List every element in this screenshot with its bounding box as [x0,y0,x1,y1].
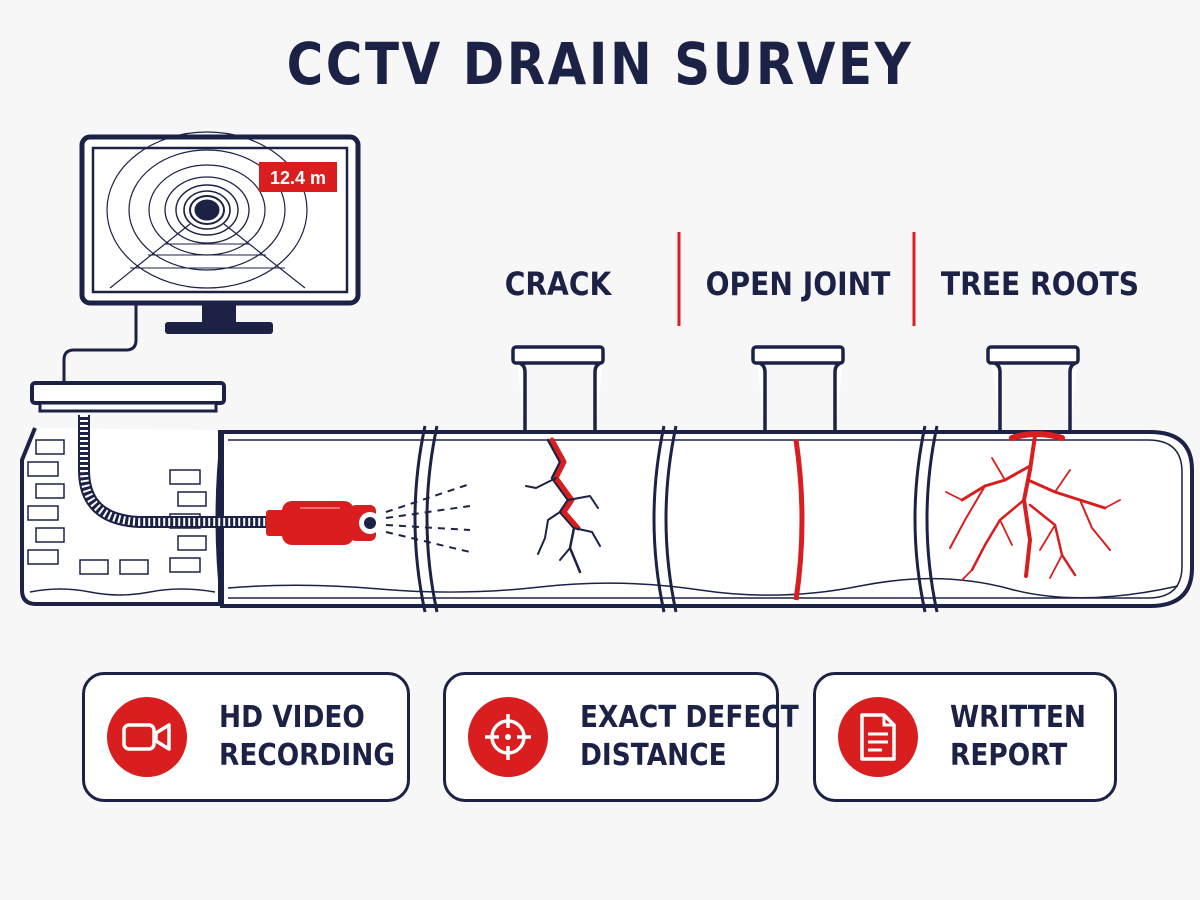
feature-line1: WRITTEN [950,700,1087,735]
monitor: 12.4 m [62,131,361,384]
feature-line1: EXACT DEFECT [580,700,799,735]
open-joint-label: OPEN JOINT [706,266,891,303]
feature-line2: RECORDING [219,738,396,773]
document-report-icon [838,697,918,777]
page-title: CCTV DRAIN SURVEY [286,30,914,98]
drain-pipe [215,345,1194,613]
feature-card-hd-video: HD VIDEO RECORDING [82,672,410,802]
crosshair-target-icon [468,697,548,777]
crack-label: CRACK [505,266,613,303]
feature-line2: REPORT [950,738,1068,773]
manhole-chamber [20,381,226,606]
monitor-stand-base [165,322,273,334]
open-joint-defect [793,439,805,601]
tree-roots-label: TREE ROOTS [941,266,1139,303]
feature-card-written-report: WRITTEN REPORT [813,672,1117,802]
monitor-stand-neck [202,303,236,323]
camera-light-beams [385,483,471,553]
feature-line2: DISTANCE [580,738,727,773]
video-camera-icon [107,697,187,777]
tree-roots-defect [945,431,1121,581]
distance-readout: 12.4 m [270,168,326,188]
monitor-cable [62,303,138,384]
cctv-camera [266,501,381,545]
crack-defect [525,437,601,574]
monitor-tunnel-view [106,131,308,289]
feature-card-defect-distance: EXACT DEFECT DISTANCE [443,672,799,802]
distance-readout-badge [259,162,337,192]
feature-line1: HD VIDEO [219,700,365,735]
brick-wall [27,439,207,575]
camera-cable [78,415,272,528]
